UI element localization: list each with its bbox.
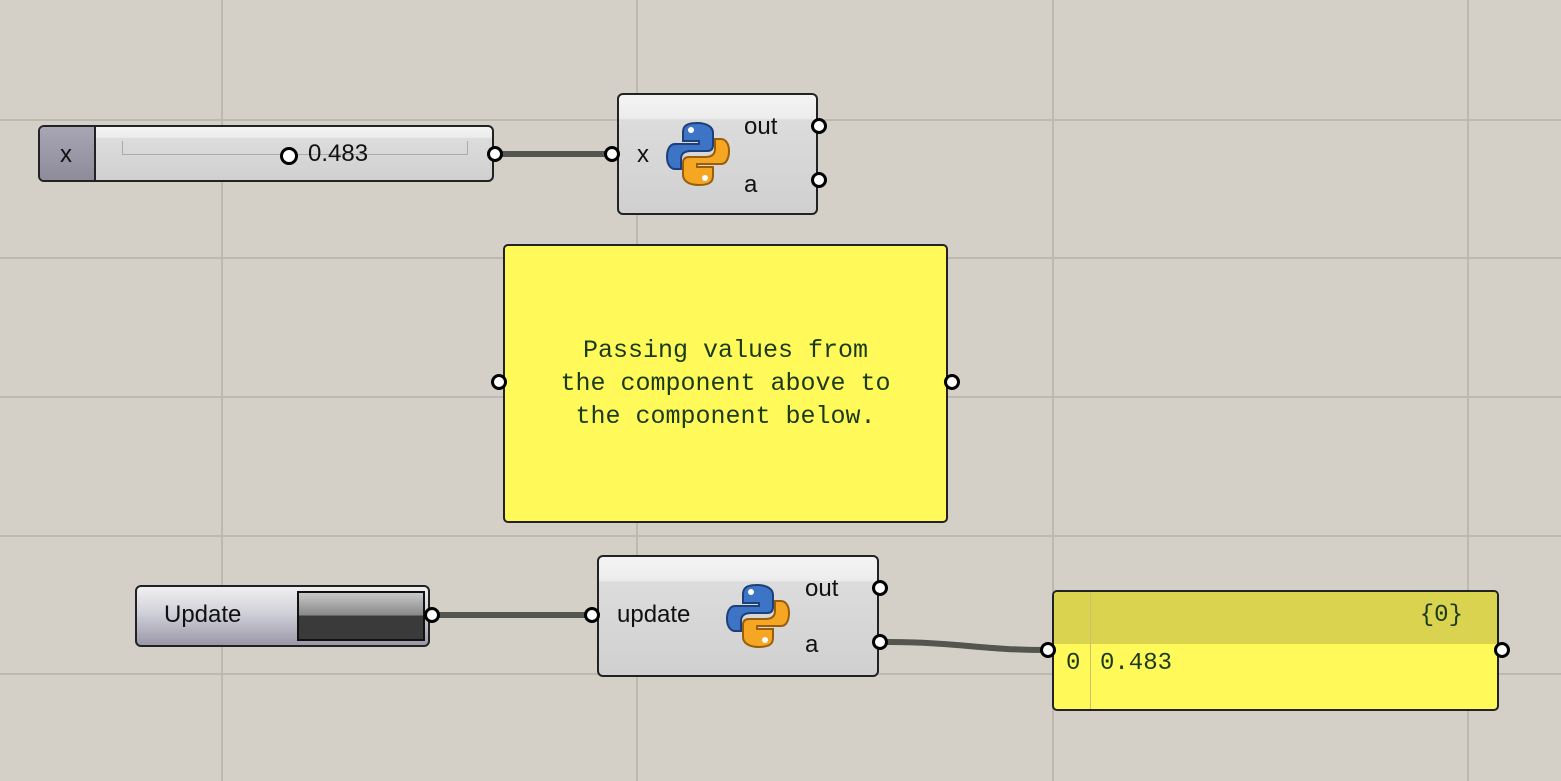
python-top-input-port[interactable] bbox=[604, 146, 620, 162]
button-label: Update bbox=[164, 601, 242, 628]
panel-item-index: 0 bbox=[1066, 650, 1081, 677]
python-top-output-out-port[interactable] bbox=[811, 118, 827, 134]
python-component-top[interactable]: x out a bbox=[617, 93, 818, 215]
slider-grip[interactable] bbox=[280, 147, 298, 165]
note-line-1: Passing values from bbox=[582, 336, 869, 365]
panel-item-value: 0.483 bbox=[1100, 650, 1173, 677]
output-panel-output-port[interactable] bbox=[1494, 642, 1510, 658]
number-slider[interactable]: x 0.483 bbox=[38, 125, 494, 182]
slider-name-tab bbox=[40, 127, 96, 180]
input-update: update bbox=[617, 601, 691, 628]
slider-value: 0.483 bbox=[308, 140, 369, 167]
output-panel-input-port[interactable] bbox=[1040, 642, 1056, 658]
python-component-bottom[interactable]: update out a bbox=[597, 555, 879, 677]
wire-python-to-panel bbox=[883, 639, 1047, 653]
note-panel[interactable]: Passing values from the component above … bbox=[503, 244, 948, 523]
output-a: a bbox=[805, 631, 819, 658]
python-icon bbox=[725, 583, 791, 649]
button-face[interactable] bbox=[297, 591, 425, 641]
output-panel[interactable]: {0} 0 0.483 bbox=[1052, 590, 1499, 711]
note-line-3: the component below. bbox=[575, 402, 876, 431]
input-x: x bbox=[637, 141, 649, 168]
python-bottom-input-port[interactable] bbox=[584, 607, 600, 623]
note-output-port[interactable] bbox=[944, 374, 960, 390]
panel-index-divider bbox=[1090, 592, 1091, 709]
update-button-component[interactable]: Update bbox=[135, 585, 430, 647]
slider-name: x bbox=[60, 141, 72, 168]
panel-path: {0} bbox=[1419, 602, 1463, 629]
python-top-output-a-port[interactable] bbox=[811, 172, 827, 188]
slider-output-port[interactable] bbox=[487, 146, 503, 162]
note-line-2: the component above to bbox=[560, 369, 891, 398]
output-out: out bbox=[805, 575, 839, 602]
python-icon bbox=[665, 121, 731, 187]
button-output-port[interactable] bbox=[424, 607, 440, 623]
output-a: a bbox=[744, 171, 758, 198]
note-input-port[interactable] bbox=[491, 374, 507, 390]
panel-header bbox=[1054, 592, 1497, 644]
output-out: out bbox=[744, 113, 778, 140]
python-bottom-output-a-port[interactable] bbox=[872, 634, 888, 650]
python-bottom-output-out-port[interactable] bbox=[872, 580, 888, 596]
